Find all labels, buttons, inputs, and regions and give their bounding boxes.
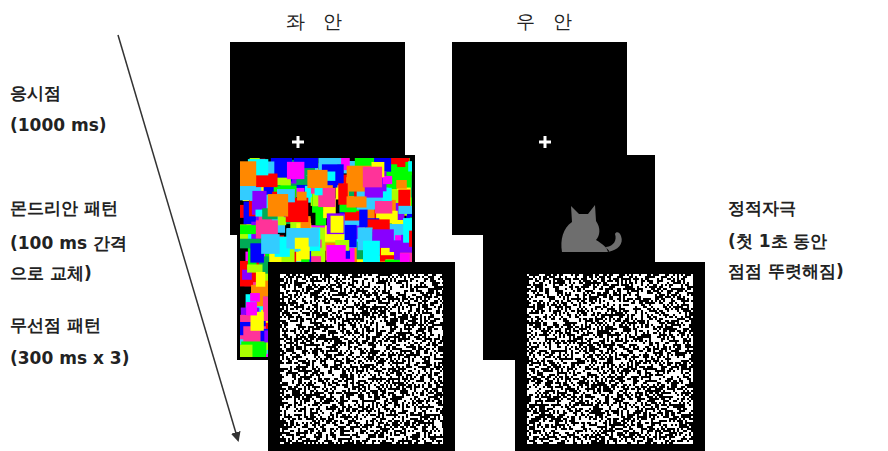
random-dot-panel <box>515 262 705 451</box>
eye-heading: 우 안 <box>516 6 596 36</box>
mondrian-patch <box>287 162 304 179</box>
fixation-cross <box>292 136 304 148</box>
phase-name: 정적자극 <box>728 193 868 223</box>
mondrian-patch <box>396 180 407 189</box>
mondrian-patch <box>331 216 344 233</box>
mondrian-patch <box>295 238 309 249</box>
phase-duration: (300 ms x 3) <box>10 343 140 373</box>
mondrian-patch <box>363 241 380 263</box>
mondrian-patch <box>327 245 346 263</box>
fixation-cross <box>539 136 551 148</box>
random-dot-pattern <box>280 274 443 444</box>
mondrian-patch <box>347 196 367 207</box>
mondrian-patch <box>359 209 367 227</box>
mondrian-patch <box>256 272 265 287</box>
phase-duration: (100 ms 간격으로 교체) <box>10 228 140 288</box>
mondrian-patch <box>363 167 382 188</box>
mondrian-patch <box>246 302 257 315</box>
cat-silhouette <box>561 205 621 252</box>
phase-name: 무선점 패턴 <box>10 310 140 340</box>
mondrian-patch <box>408 161 412 171</box>
mondrian-patch <box>247 264 262 272</box>
eye-heading: 좌 안 <box>286 6 366 36</box>
random-dot-panel <box>268 262 455 451</box>
mondrian-patch <box>327 213 345 234</box>
random-dot-pattern <box>527 274 693 444</box>
mondrian-patch <box>240 345 252 357</box>
phase-duration: (첫 1초 동안 점점 뚜렷해짐) <box>728 226 848 286</box>
time-arrow <box>118 35 238 440</box>
mondrian-patch <box>375 201 392 214</box>
mondrian-patch <box>338 183 347 204</box>
phase-name: 몬드리안 패턴 <box>10 193 140 223</box>
mondrian-patch <box>268 194 288 217</box>
fixation-panel <box>230 42 405 235</box>
mondrian-patch <box>297 192 307 201</box>
mondrian-patch <box>261 234 279 254</box>
mondrian-patch <box>250 293 260 302</box>
mondrian-patch <box>256 174 278 188</box>
mondrian-patch <box>307 170 327 188</box>
mondrian-patch <box>252 191 266 210</box>
phase-duration: (1000 ms) <box>10 110 140 140</box>
mondrian-patch <box>409 231 412 247</box>
mondrian-patch <box>398 206 412 214</box>
phase-name: 응시점 <box>10 78 140 108</box>
mondrian-patch <box>240 161 256 186</box>
